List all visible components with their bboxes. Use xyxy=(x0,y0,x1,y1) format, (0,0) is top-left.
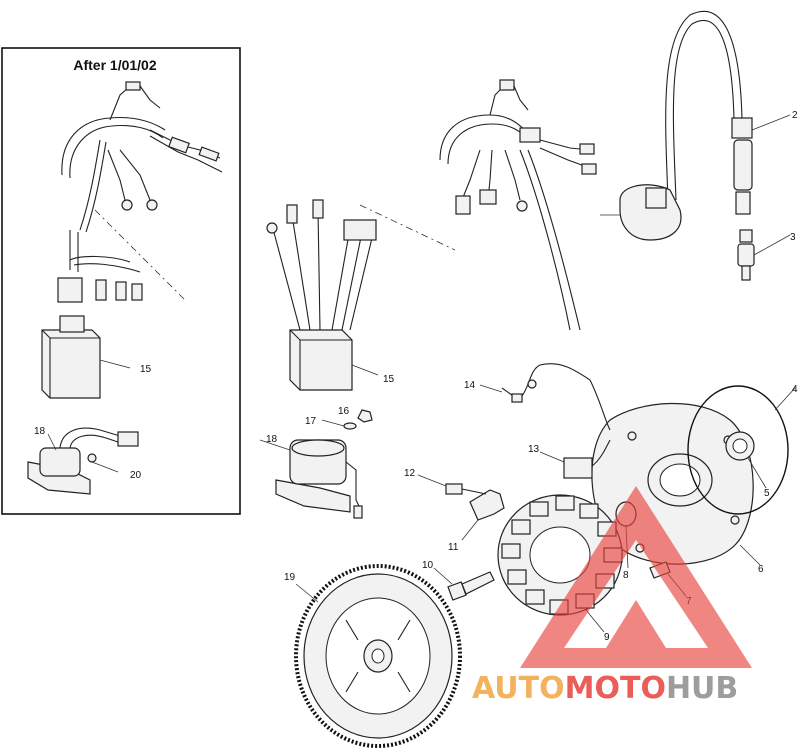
callout-2: 2 xyxy=(792,110,798,121)
callout-12: 12 xyxy=(404,468,416,479)
watermark-hub: HUB xyxy=(666,671,738,706)
watermark-logo: AUTOMOTOHUB xyxy=(472,486,752,706)
inset-wiring-harness xyxy=(57,81,223,303)
flywheel xyxy=(294,564,462,748)
callout-16: 16 xyxy=(338,406,350,417)
inset-ignition-coil xyxy=(27,427,139,495)
wire-clamp xyxy=(461,489,505,541)
screw-14 xyxy=(479,363,591,403)
stator-wiring-harness xyxy=(439,79,597,331)
callout-15: 15 xyxy=(383,374,395,385)
callout-3: 3 xyxy=(790,232,796,243)
cdi-module xyxy=(266,199,456,391)
pickup-coil xyxy=(539,439,611,479)
ignition-coil-and-plug-lead xyxy=(600,10,791,281)
callout-11: 11 xyxy=(448,542,459,553)
callout-20: 20 xyxy=(130,470,142,481)
inset-title: After 1/01/02 xyxy=(73,57,156,73)
callout-17: 17 xyxy=(305,416,317,427)
screw-12 xyxy=(417,474,487,495)
callout-8: 8 xyxy=(623,570,629,581)
oil-seal xyxy=(725,431,767,489)
watermark-auto: AUTO xyxy=(472,671,565,706)
inset-panel: After 1/01/02 xyxy=(1,47,241,515)
watermark-moto: MOTO xyxy=(565,671,666,706)
watermark-text: AUTOMOTOHUB xyxy=(472,671,738,706)
callout-4: 4 xyxy=(792,384,798,395)
bolt-10 xyxy=(433,567,495,601)
callout-14: 14 xyxy=(464,380,476,391)
o-ring xyxy=(687,385,796,515)
callout-9: 9 xyxy=(604,632,610,643)
callout-15-inset: 15 xyxy=(140,364,152,375)
inset-cdi-module xyxy=(41,315,131,399)
callout-18-inset: 18 xyxy=(34,426,46,437)
callout-19: 19 xyxy=(284,572,296,583)
callout-18: 18 xyxy=(266,434,278,445)
ignition-coil xyxy=(259,409,373,519)
callout-13: 13 xyxy=(528,444,540,455)
watermark-triangle xyxy=(520,486,752,668)
callout-6: 6 xyxy=(758,564,764,575)
callout-5: 5 xyxy=(764,488,770,499)
callout-10: 10 xyxy=(422,560,434,571)
